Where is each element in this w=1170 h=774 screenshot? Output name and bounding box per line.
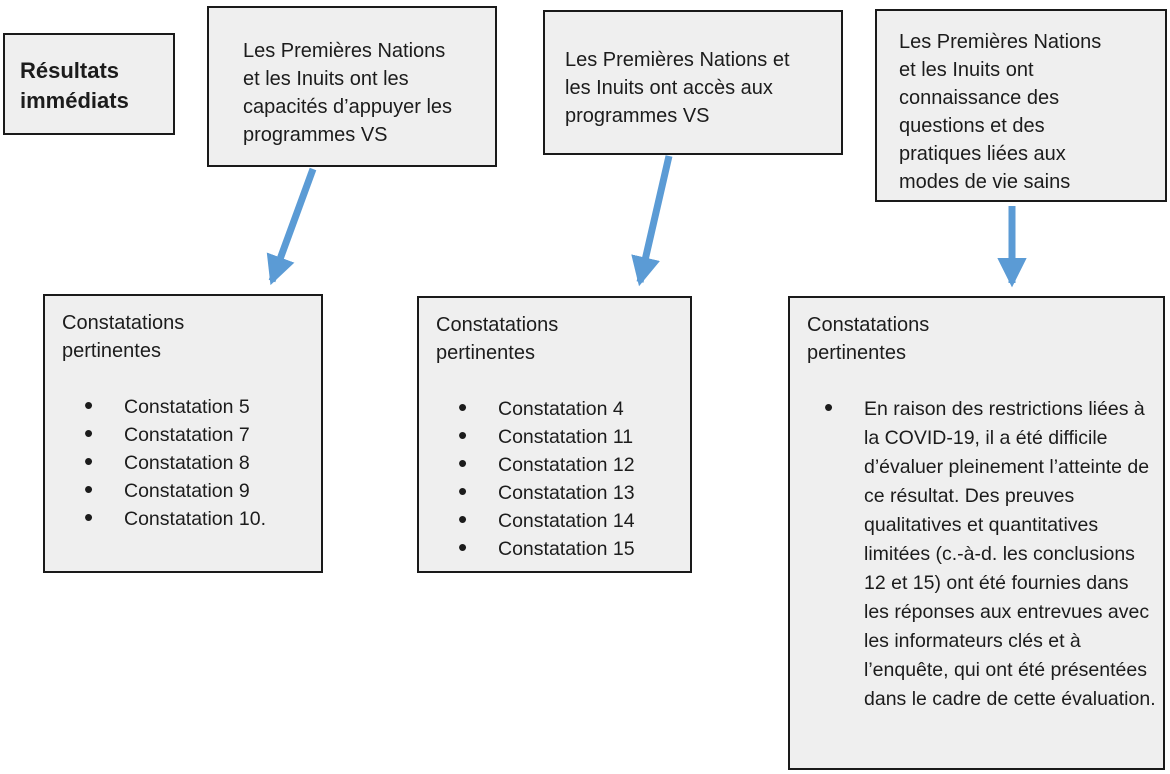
findings-list-2: Constatation 4 Constatation 11 Constatat…: [436, 393, 685, 563]
findings-box-3: Constatations pertinentes En raison des …: [788, 296, 1165, 770]
outcome-box-connaissance: Les Premières Nations et les Inuits ont …: [875, 9, 1167, 202]
arrow-capacites-to-findings: [266, 167, 317, 286]
finding-item: Constatation 12: [458, 449, 685, 479]
findings-list-3: En raison des restrictions liées à la CO…: [807, 393, 1158, 714]
findings-box-1-title: Constatations pertinentes: [62, 312, 185, 362]
label-box-resultats-immediats: Résultats immédiats: [3, 33, 175, 135]
finding-item: Constatation 11: [458, 421, 685, 451]
finding-item: Constatation 13: [458, 477, 685, 507]
outcome-box-acces-text: Les Premières Nations et les Inuits ont …: [565, 49, 790, 127]
label-box-text: Résultats immédiats: [20, 58, 129, 113]
outcome-box-acces: Les Premières Nations et les Inuits ont …: [543, 10, 843, 155]
finding-item: Constatation 8: [84, 447, 316, 477]
outcome-box-connaissance-text: Les Premières Nations et les Inuits ont …: [899, 31, 1102, 193]
finding-item: Constatation 9: [84, 475, 316, 505]
findings-list-1: Constatation 5 Constatation 7 Constatati…: [62, 391, 316, 533]
findings-box-2: Constatations pertinentes Constatation 4…: [417, 296, 692, 573]
finding-item: Constatation 4: [458, 393, 685, 423]
outcome-box-capacites-text: Les Premières Nations et les Inuits ont …: [243, 40, 453, 146]
finding-item: Constatation 5: [84, 391, 316, 421]
finding-item: En raison des restrictions liées à la CO…: [824, 393, 1158, 714]
arrow-acces-to-findings: [631, 155, 673, 287]
outcome-box-capacites: Les Premières Nations et les Inuits ont …: [207, 6, 497, 167]
finding-item: Constatation 15: [458, 533, 685, 563]
findings-box-1: Constatations pertinentes Constatation 5…: [43, 294, 323, 573]
finding-item: Constatation 14: [458, 505, 685, 535]
findings-box-2-title: Constatations pertinentes: [436, 314, 559, 364]
findings-box-3-title: Constatations pertinentes: [807, 314, 930, 364]
finding-item: Constatation 7: [84, 419, 316, 449]
finding-item: Constatation 10.: [84, 503, 316, 533]
